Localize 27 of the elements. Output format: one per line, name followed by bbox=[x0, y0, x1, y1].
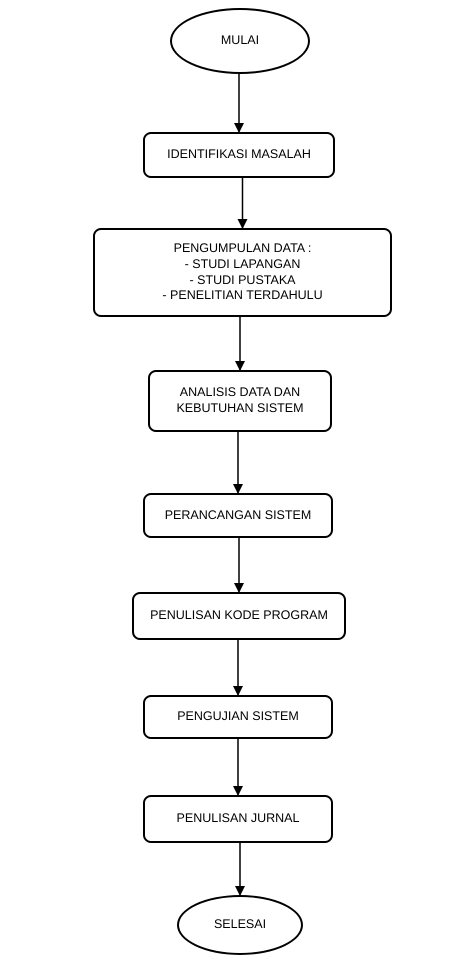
arrow bbox=[238, 178, 248, 229]
arrow bbox=[233, 640, 243, 696]
node-text: - STUDI LAPANGAN bbox=[184, 256, 302, 272]
node-text: PENGUMPULAN DATA : bbox=[172, 241, 312, 257]
node-text: PENULISAN JURNAL bbox=[176, 811, 300, 827]
node-text: SELESAI bbox=[212, 917, 268, 933]
arrow bbox=[234, 538, 244, 593]
process-box bbox=[143, 695, 333, 739]
arrow bbox=[233, 739, 243, 796]
arrow bbox=[235, 317, 245, 371]
process-box bbox=[132, 592, 346, 640]
node-text: - PENELITIAN TERDAHULU bbox=[161, 288, 324, 304]
node-text: IDENTIFIKASI MASALAH bbox=[166, 147, 312, 163]
process-box bbox=[143, 795, 333, 843]
process-box bbox=[143, 132, 335, 178]
arrow bbox=[233, 432, 243, 494]
arrow bbox=[234, 74, 244, 133]
process-box bbox=[93, 228, 392, 317]
process-box bbox=[148, 370, 332, 432]
node-text: ANALISIS DATA DAN KEBUTUHAN SISTEM bbox=[175, 385, 305, 417]
node-text: PERANCANGAN SISTEM bbox=[164, 508, 312, 524]
node-text: - STUDI PUSTAKA bbox=[188, 272, 297, 288]
node-text: MULAI bbox=[220, 33, 260, 49]
process-box bbox=[143, 493, 333, 538]
node-text: PENGUJIAN SISTEM bbox=[176, 709, 300, 725]
node-text: PENULISAN KODE PROGRAM bbox=[149, 608, 329, 624]
arrow bbox=[235, 843, 245, 896]
